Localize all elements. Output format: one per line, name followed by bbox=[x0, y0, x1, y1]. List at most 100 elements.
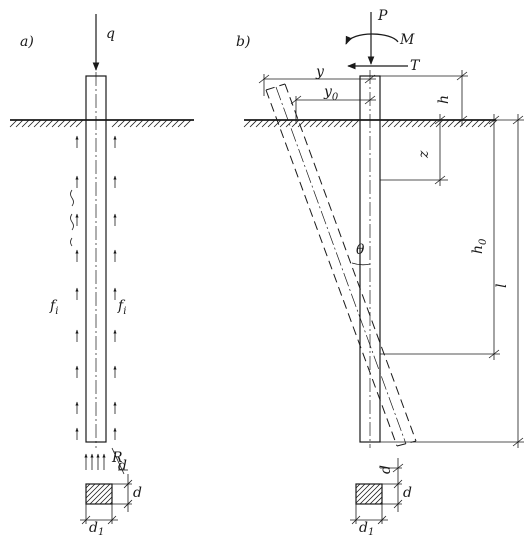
dim-d-top-a: d bbox=[118, 458, 127, 474]
section-hatch-line bbox=[355, 483, 371, 499]
ground-hatch-line bbox=[255, 119, 264, 128]
ground-hatch-line bbox=[75, 119, 84, 128]
ground-hatch-line bbox=[297, 119, 306, 128]
ground-hatch-line bbox=[405, 119, 414, 128]
rotation-depth-label: h0 bbox=[470, 238, 489, 254]
ground-hatch-line bbox=[471, 119, 480, 128]
dim-d1-section-a: d1 bbox=[89, 520, 104, 536]
ground-hatch-line bbox=[261, 119, 270, 128]
ground-hatch-line bbox=[153, 119, 162, 128]
ground-hatch-line bbox=[279, 119, 288, 128]
ground-hatch-line bbox=[345, 119, 354, 128]
dimension-y bbox=[258, 74, 376, 96]
ground-hatch-line bbox=[39, 119, 48, 128]
section-hatch-line bbox=[104, 496, 113, 505]
section-hatch-line bbox=[355, 483, 366, 494]
ground-hatch-line bbox=[327, 119, 336, 128]
ground-hatch-line bbox=[21, 119, 30, 128]
ground-hatch-line bbox=[123, 119, 132, 128]
ground-hatch-line bbox=[51, 119, 60, 128]
ground-hatch-line bbox=[315, 119, 324, 128]
ground-hatch-line bbox=[165, 119, 174, 128]
ground-hatch-line bbox=[111, 119, 120, 128]
ground-hatch-line bbox=[159, 119, 168, 128]
ground-surface-a bbox=[9, 119, 194, 128]
ground-hatch-line bbox=[141, 119, 150, 128]
dimension-z bbox=[380, 114, 448, 186]
dimension-h bbox=[380, 70, 468, 126]
top-deflection-label: y bbox=[315, 64, 325, 80]
ground-hatch-line bbox=[9, 119, 18, 128]
depth-label: z bbox=[416, 150, 432, 159]
section-hatch-line bbox=[89, 483, 111, 505]
force-p-label: P bbox=[377, 8, 388, 24]
ground-surface-b bbox=[243, 119, 498, 128]
ground-hatch-line bbox=[57, 119, 66, 128]
dimension-h0 bbox=[380, 114, 500, 360]
panel-b-label: b) bbox=[236, 34, 250, 50]
ground-hatch-line bbox=[489, 119, 498, 128]
force-t-label: T bbox=[410, 58, 421, 74]
ground-hatch-line bbox=[399, 119, 408, 128]
break-mark bbox=[70, 189, 74, 247]
deflected-pile bbox=[265, 83, 417, 447]
ground-hatch-line bbox=[291, 119, 300, 128]
friction-left-label: fi bbox=[49, 298, 58, 317]
ground-hatch-line bbox=[381, 119, 390, 128]
ground-hatch-line bbox=[33, 119, 42, 128]
section-hatch-line bbox=[364, 486, 383, 505]
ground-hatch-line bbox=[333, 119, 342, 128]
dim-d-top-b: d bbox=[378, 465, 394, 474]
section-hatch-line bbox=[379, 501, 383, 505]
ground-hatch-line bbox=[339, 119, 348, 128]
ground-hatch-line bbox=[249, 119, 258, 128]
dim-d-section-a: d bbox=[133, 485, 142, 501]
ground-hatch-line bbox=[117, 119, 126, 128]
ground-hatch-line bbox=[309, 119, 318, 128]
dim-d-section-b: d bbox=[403, 485, 412, 501]
load-q-label: q bbox=[106, 26, 115, 42]
ground-hatch-line bbox=[243, 119, 252, 128]
ground-hatch-line bbox=[321, 119, 330, 128]
ground-hatch-line bbox=[171, 119, 180, 128]
ground-hatch-line bbox=[351, 119, 360, 128]
cross-section-b bbox=[350, 479, 403, 525]
section-hatch-line bbox=[374, 496, 383, 505]
ground-hatch-line bbox=[483, 119, 492, 128]
section-hatch-line bbox=[369, 491, 383, 505]
section-hatch-line bbox=[109, 501, 113, 505]
section-hatch-line bbox=[85, 483, 91, 489]
ground-hatch-line bbox=[465, 119, 474, 128]
ground-hatch-line bbox=[387, 119, 396, 128]
ground-hatch-line bbox=[393, 119, 402, 128]
ground-hatch-line bbox=[303, 119, 312, 128]
ground-hatch-line bbox=[267, 119, 276, 128]
panel-a: a) q fi fi R bbox=[9, 14, 194, 536]
dimension-l bbox=[380, 114, 524, 448]
section-hatch-line bbox=[355, 483, 376, 504]
ground-deflection-label: y0 bbox=[323, 84, 339, 103]
ground-hatch-line bbox=[423, 119, 432, 128]
dimension-y0 bbox=[290, 95, 376, 124]
section-hatch-line bbox=[99, 491, 113, 505]
section-hatch-line bbox=[85, 483, 101, 499]
skin-friction-arrows bbox=[75, 135, 117, 440]
ground-hatch-line bbox=[129, 119, 138, 128]
ground-hatch-line bbox=[183, 119, 192, 128]
ground-hatch-line bbox=[477, 119, 486, 128]
moment-label: M bbox=[399, 32, 415, 48]
ground-hatch-line bbox=[27, 119, 36, 128]
ground-hatch-line bbox=[429, 119, 438, 128]
ground-hatch-line bbox=[417, 119, 426, 128]
ground-hatch-line bbox=[447, 119, 456, 128]
embedded-length-label: l bbox=[494, 284, 510, 288]
section-hatch-line bbox=[85, 483, 96, 494]
tilt-angle-label: θ bbox=[356, 242, 365, 258]
pile-a bbox=[85, 72, 107, 448]
ground-hatch-line bbox=[273, 119, 282, 128]
base-reaction-arrows bbox=[84, 453, 106, 470]
ground-hatch-line bbox=[45, 119, 54, 128]
ground-hatch-line bbox=[69, 119, 78, 128]
dim-d1-section-b: d1 bbox=[359, 520, 374, 536]
